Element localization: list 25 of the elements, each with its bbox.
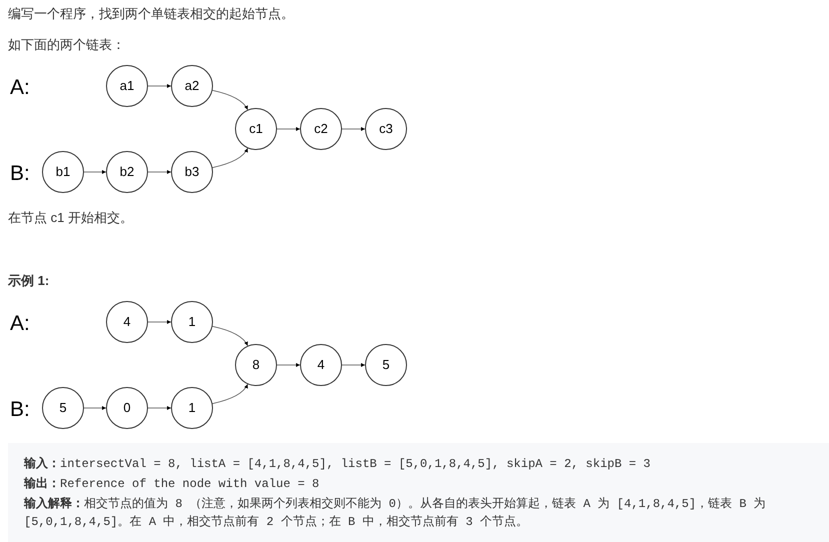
example-text: 输入解释：相交节点的值为 8 （注意，如果两个列表相交则不能为 0）。从各自的表头开始算起，链表 A 为 [4,1,8,4,5]，链表 B 为 [5,0,1,8,4,5]。在 A 中，相交节点前有 2 个节点；在 B 中，相交节点前有 3 个节点。 [24,496,767,531]
arrow [212,384,248,404]
list-label: B: [10,397,30,423]
text-line: 示例 1: [8,272,50,290]
arrow [148,320,172,324]
example-text: 输出：Reference of the node with value = 8 [24,476,320,493]
arrow [212,326,248,346]
arrow [84,170,106,174]
arrow [342,363,366,367]
arrow [148,170,172,174]
arrow [212,148,248,168]
list-label: A: [10,311,30,337]
text-line: 编写一个程序，找到两个单链表相交的起始节点。 [8,5,294,23]
arrow [148,406,172,410]
arrow [84,406,106,410]
arrow [342,127,366,131]
arrow [276,363,300,367]
example-text: 输入：intersectVal = 8, listA = [4,1,8,4,5], listB = [5,0,1,8,4,5], skipA = 2, skipB = 3 [24,456,652,473]
list-label: A: [10,75,30,101]
list-label: B: [10,161,30,187]
arrow [276,127,300,131]
arrow [148,84,172,88]
text-line: 如下面的两个链表： [8,36,125,54]
text-line: 在节点 c1 开始相交。 [8,209,133,227]
arrow [212,90,248,110]
